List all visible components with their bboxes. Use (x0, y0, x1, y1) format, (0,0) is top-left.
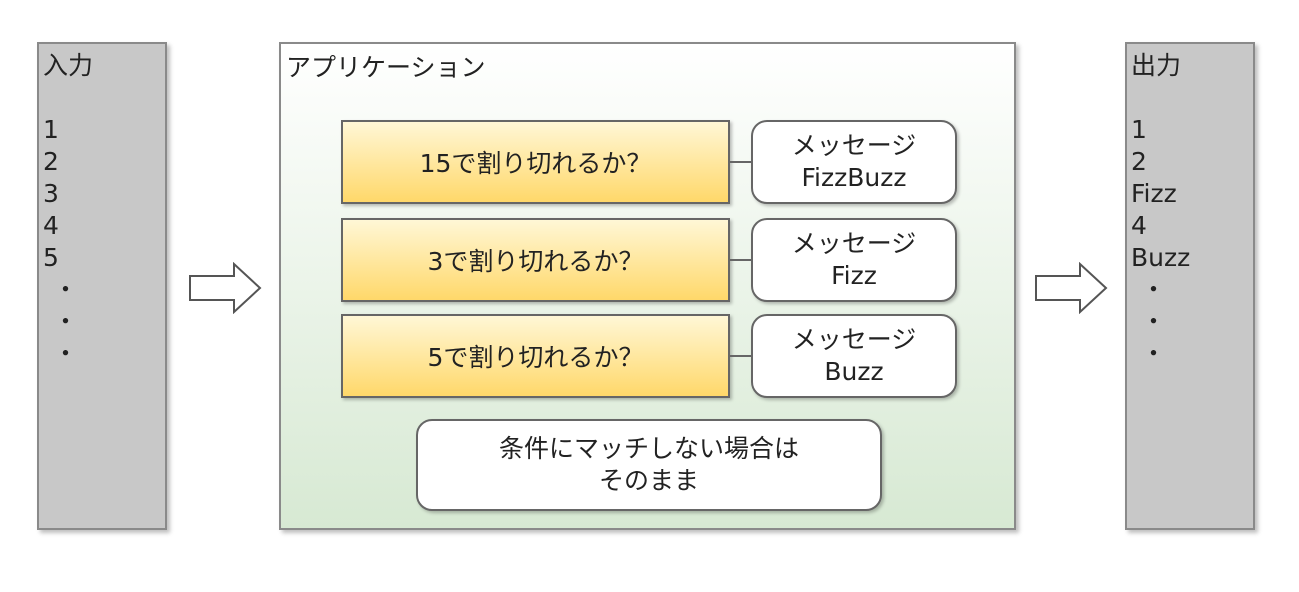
ellipsis-dot: ・ (53, 275, 79, 304)
condition-label: 15で割り切れるか？ (419, 149, 652, 178)
message-fizzbuzz: メッセージ FizzBuzz (751, 120, 957, 204)
message-label: メッセージ (791, 325, 917, 354)
message-label: メッセージ (791, 229, 917, 258)
input-line: 4 (43, 211, 59, 240)
arrow-right-icon (189, 262, 262, 314)
input-line: 2 (43, 147, 59, 176)
input-line: 3 (43, 179, 59, 208)
condition-3: 3で割り切れるか？ (341, 218, 730, 302)
default-rule-line2: そのまま (598, 466, 699, 495)
message-label: メッセージ (791, 131, 917, 160)
input-column: 入力 1 2 3 4 5 ・ ・ ・ (37, 42, 167, 530)
message-value: Buzz (824, 357, 884, 386)
ellipsis-dot: ・ (1141, 339, 1167, 368)
ellipsis-dot: ・ (53, 307, 79, 336)
input-title: 入力 (43, 51, 94, 80)
condition-label: 5で割り切れるか？ (427, 343, 644, 372)
condition-15: 15で割り切れるか？ (341, 120, 730, 204)
ellipsis-dot: ・ (1141, 275, 1167, 304)
message-value: Fizz (831, 261, 877, 290)
application-box: アプリケーション 15で割り切れるか？ メッセージ FizzBuzz 3で割り切… (279, 42, 1016, 530)
default-rule-line1: 条件にマッチしない場合は (498, 434, 799, 463)
connector-line (730, 259, 751, 261)
input-line: 5 (43, 243, 59, 272)
input-line: 1 (43, 115, 59, 144)
default-rule-box: 条件にマッチしない場合は そのまま (416, 419, 882, 511)
arrow-right-icon (1035, 262, 1108, 314)
connector-line (730, 355, 751, 357)
ellipsis-dot: ・ (53, 339, 79, 368)
condition-label: 3で割り切れるか？ (427, 247, 644, 276)
output-line: 1 (1131, 115, 1147, 144)
output-title: 出力 (1131, 51, 1182, 80)
output-line: Buzz (1131, 243, 1191, 272)
message-fizz: メッセージ Fizz (751, 218, 957, 302)
message-buzz: メッセージ Buzz (751, 314, 957, 398)
output-line: 2 (1131, 147, 1147, 176)
output-column: 出力 1 2 Fizz 4 Buzz ・ ・ ・ (1125, 42, 1255, 530)
output-line: Fizz (1131, 179, 1177, 208)
ellipsis-dot: ・ (1141, 307, 1167, 336)
connector-line (730, 161, 751, 163)
application-title: アプリケーション (286, 53, 486, 82)
message-value: FizzBuzz (801, 163, 907, 192)
output-line: 4 (1131, 211, 1147, 240)
condition-5: 5で割り切れるか？ (341, 314, 730, 398)
